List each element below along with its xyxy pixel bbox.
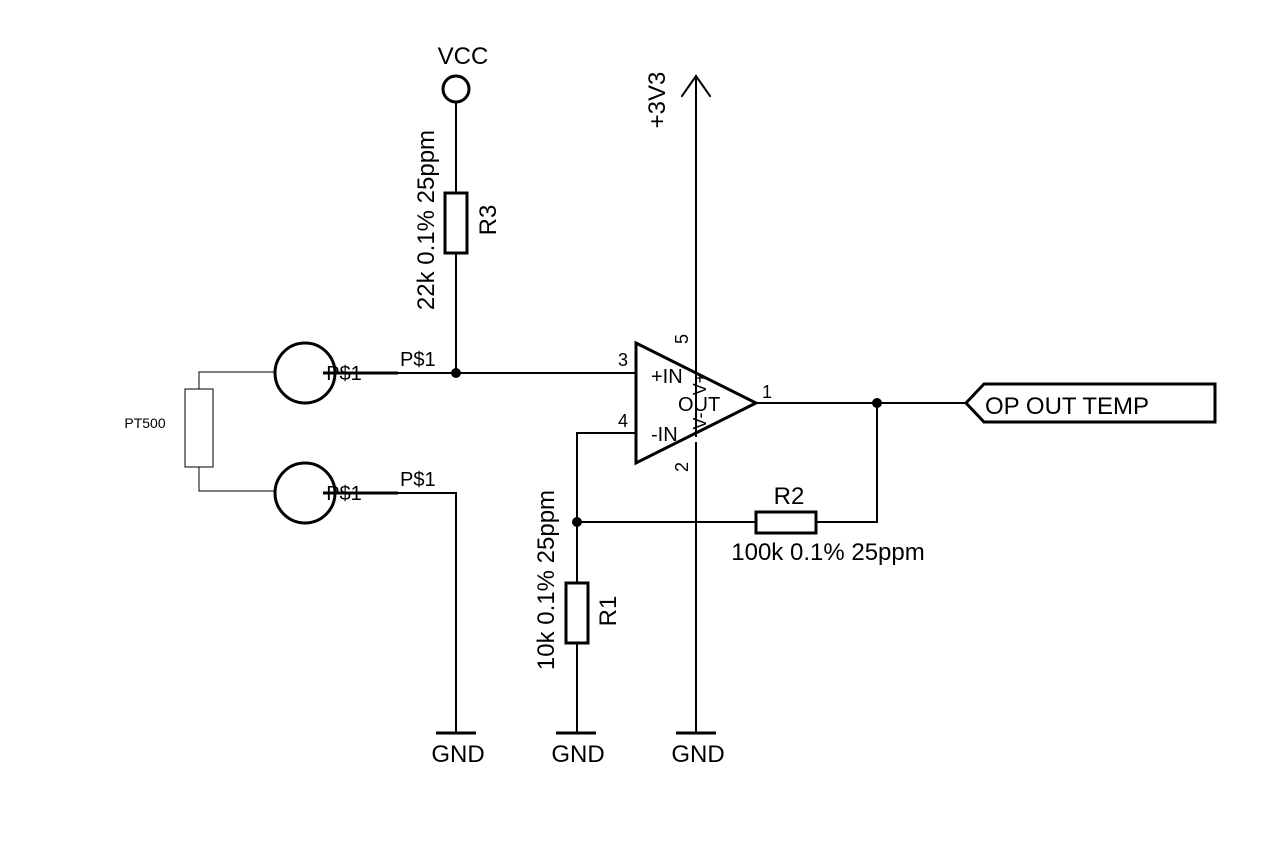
wire-pad2-gnd (397, 492, 457, 734)
vcc-supply: VCC (438, 43, 489, 104)
pad-1-inner-label: P$1 (326, 363, 362, 385)
opamp-pin-3: 3 (618, 350, 628, 370)
net-label-text: OP OUT TEMP (985, 393, 1149, 420)
opamp-pin-1: 1 (762, 382, 772, 402)
pad-2-pin-label: P$1 (400, 469, 436, 491)
gnd-3-label: GND (671, 741, 724, 768)
opamp-pin-2: 2 (672, 462, 692, 472)
pt500-lead-top (198, 371, 276, 389)
opamp-out-label: OUT (678, 394, 720, 416)
r1-name: R1 (595, 596, 622, 627)
resistor-r2: R2 100k 0.1% 25ppm (731, 483, 924, 566)
opamp-in-plus: +IN (651, 366, 683, 388)
vcc-symbol (441, 74, 471, 104)
junction-dot-output (872, 398, 882, 408)
r3-body (443, 191, 469, 255)
net-label-shape (963, 382, 1217, 424)
r2-value: 100k 0.1% 25ppm (731, 539, 924, 566)
r3-name: R3 (475, 205, 502, 236)
v3-label: +3V3 (644, 72, 671, 129)
pt500-lead-bottom (198, 467, 276, 492)
gnd-symbol-1: GND (431, 731, 485, 768)
r1-body (564, 581, 590, 645)
pt500-label: PT500 (124, 415, 165, 431)
opamp-in-minus: -IN (651, 424, 678, 446)
pt500-body (184, 388, 214, 468)
gnd-1-label: GND (431, 741, 484, 768)
r3-value: 22k 0.1% 25ppm (413, 130, 440, 310)
opamp-pin-5: 5 (672, 334, 692, 344)
pad-2-inner-label: P$1 (326, 483, 362, 505)
gnd-symbol-2: GND (551, 731, 605, 768)
r2-body (754, 510, 818, 535)
opamp-v-plus: V+ (690, 373, 710, 396)
net-label-output: OP OUT TEMP (963, 382, 1217, 424)
gnd-symbol-3: GND (671, 731, 725, 768)
opamp-v-minus: V- (690, 412, 710, 429)
r2-name: R2 (774, 483, 805, 510)
gnd-2-label: GND (551, 741, 604, 768)
connector-pad-2: P$1 P$1 (273, 461, 436, 525)
opamp-pin-4: 4 (618, 411, 628, 431)
pad-1-pin-label: P$1 (400, 349, 436, 371)
connector-pad-1: P$1 P$1 (273, 341, 436, 405)
r1-value: 10k 0.1% 25ppm (533, 490, 560, 670)
wire-r2-output (815, 402, 878, 523)
opamp: +IN -IN OUT V+ V- 3 4 1 5 2 (618, 334, 772, 472)
pt500-sensor: PT500 (124, 371, 276, 492)
resistor-r3: R3 22k 0.1% 25ppm (413, 130, 502, 310)
vcc-label: VCC (438, 43, 489, 70)
v3-supply: +3V3 (644, 72, 712, 371)
wire-minus-r1 (576, 432, 637, 584)
resistor-r1: R1 10k 0.1% 25ppm (533, 490, 622, 670)
